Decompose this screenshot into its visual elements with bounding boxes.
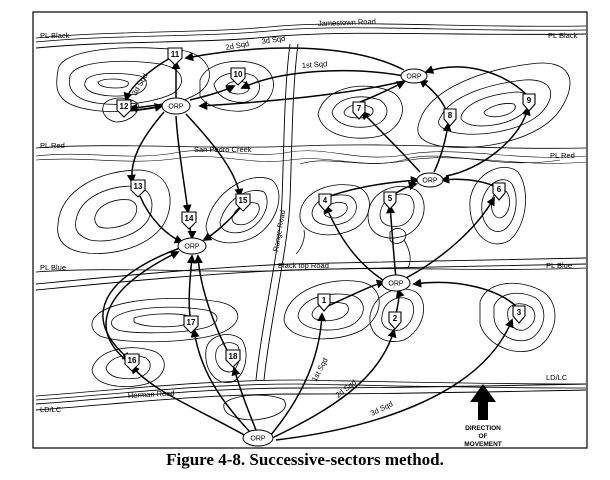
- direction-of-movement: DIRECTION OF MOVEMENT: [464, 384, 502, 448]
- objective-15: 15: [235, 193, 251, 212]
- svg-text:13: 13: [134, 182, 143, 191]
- squad-label-3d-top: 3d Sqd: [261, 34, 286, 46]
- squad-label-2d-top: 2d Sqd: [225, 39, 250, 52]
- objective-7: 7: [352, 101, 366, 120]
- svg-text:MOVEMENT: MOVEMENT: [464, 441, 502, 448]
- squad-label-1st-top: 1st Sqd: [302, 59, 328, 70]
- objective-14: 14: [181, 211, 197, 230]
- roads: [35, 32, 587, 411]
- orp-top-left: ORP: [161, 97, 191, 115]
- orp-bottom: ORP: [242, 429, 274, 447]
- movement-routes: [102, 47, 531, 441]
- svg-text:ORP: ORP: [168, 104, 184, 111]
- objective-1: 1: [317, 293, 331, 312]
- svg-text:3: 3: [517, 308, 522, 317]
- objective-5: 5: [383, 191, 397, 210]
- pl-red-right-label: PL Red: [550, 151, 575, 160]
- svg-text:ORP: ORP: [388, 281, 404, 288]
- objective-12: 12: [116, 99, 132, 118]
- svg-text:16: 16: [128, 356, 137, 365]
- svg-text:ORP: ORP: [422, 178, 438, 185]
- svg-text:4: 4: [323, 196, 328, 205]
- pl-black-left-label: PL Black: [40, 31, 70, 40]
- ld-lc-right-label: LD/LC: [546, 373, 568, 382]
- svg-text:ORP: ORP: [406, 74, 422, 81]
- objective-13: 13: [130, 179, 146, 198]
- svg-text:12: 12: [120, 102, 129, 111]
- pl-blue-left-label: PL Blue: [40, 263, 66, 272]
- sector-map: Jamestown Road Range Road Black top Road…: [32, 11, 588, 449]
- jamestown-road-label: Jamestown Road: [318, 17, 376, 28]
- svg-text:15: 15: [239, 196, 248, 205]
- svg-text:18: 18: [229, 352, 238, 361]
- svg-text:10: 10: [234, 70, 243, 79]
- svg-text:1: 1: [322, 296, 327, 305]
- pl-blue-right-label: PL Blue: [546, 261, 572, 270]
- orp-top-right: ORP: [400, 68, 428, 84]
- orp-red-right: ORP: [416, 172, 444, 188]
- objective-3: 3: [512, 305, 526, 324]
- objective-11: 11: [167, 47, 183, 66]
- orp-blue-left: ORP: [177, 237, 207, 255]
- svg-text:7: 7: [357, 104, 362, 113]
- svg-text:ORP: ORP: [184, 244, 200, 251]
- objective-10: 10: [230, 67, 246, 86]
- san-pedro-creek-label: San Pedro Creek: [194, 145, 252, 154]
- orp-blue-right: ORP: [381, 274, 411, 292]
- objective-8: 8: [443, 108, 457, 127]
- svg-text:17: 17: [187, 318, 196, 327]
- pl-red-left-label: PL Red: [40, 141, 65, 150]
- direction-arrow-icon: [470, 384, 496, 420]
- herman-road-label: Herman Road: [128, 389, 175, 400]
- svg-text:8: 8: [448, 111, 453, 120]
- ld-lc-left-label: LD/LC: [40, 405, 62, 414]
- blacktop-road-label: Black top Road: [278, 261, 329, 270]
- objective-16: 16: [124, 353, 140, 372]
- svg-text:14: 14: [185, 214, 194, 223]
- objective-2: 2: [388, 311, 402, 330]
- svg-text:6: 6: [497, 185, 502, 194]
- objective-4: 4: [318, 193, 332, 212]
- figure-caption: Figure 4-8. Successive-sectors method.: [166, 450, 444, 469]
- objective-6: 6: [492, 182, 506, 201]
- objective-17: 17: [183, 315, 199, 334]
- svg-text:5: 5: [388, 194, 393, 203]
- terrain-contours: [56, 47, 571, 421]
- objective-9: 9: [522, 93, 536, 112]
- objective-18: 18: [225, 349, 241, 368]
- svg-text:ORP: ORP: [250, 436, 266, 443]
- svg-text:11: 11: [171, 50, 180, 59]
- svg-text:OF: OF: [478, 433, 487, 440]
- pl-black-right-label: PL Black: [548, 31, 578, 40]
- svg-text:9: 9: [527, 96, 532, 105]
- svg-text:2: 2: [393, 314, 398, 323]
- svg-text:DIRECTION: DIRECTION: [465, 425, 501, 432]
- phase-lines: [35, 23, 587, 401]
